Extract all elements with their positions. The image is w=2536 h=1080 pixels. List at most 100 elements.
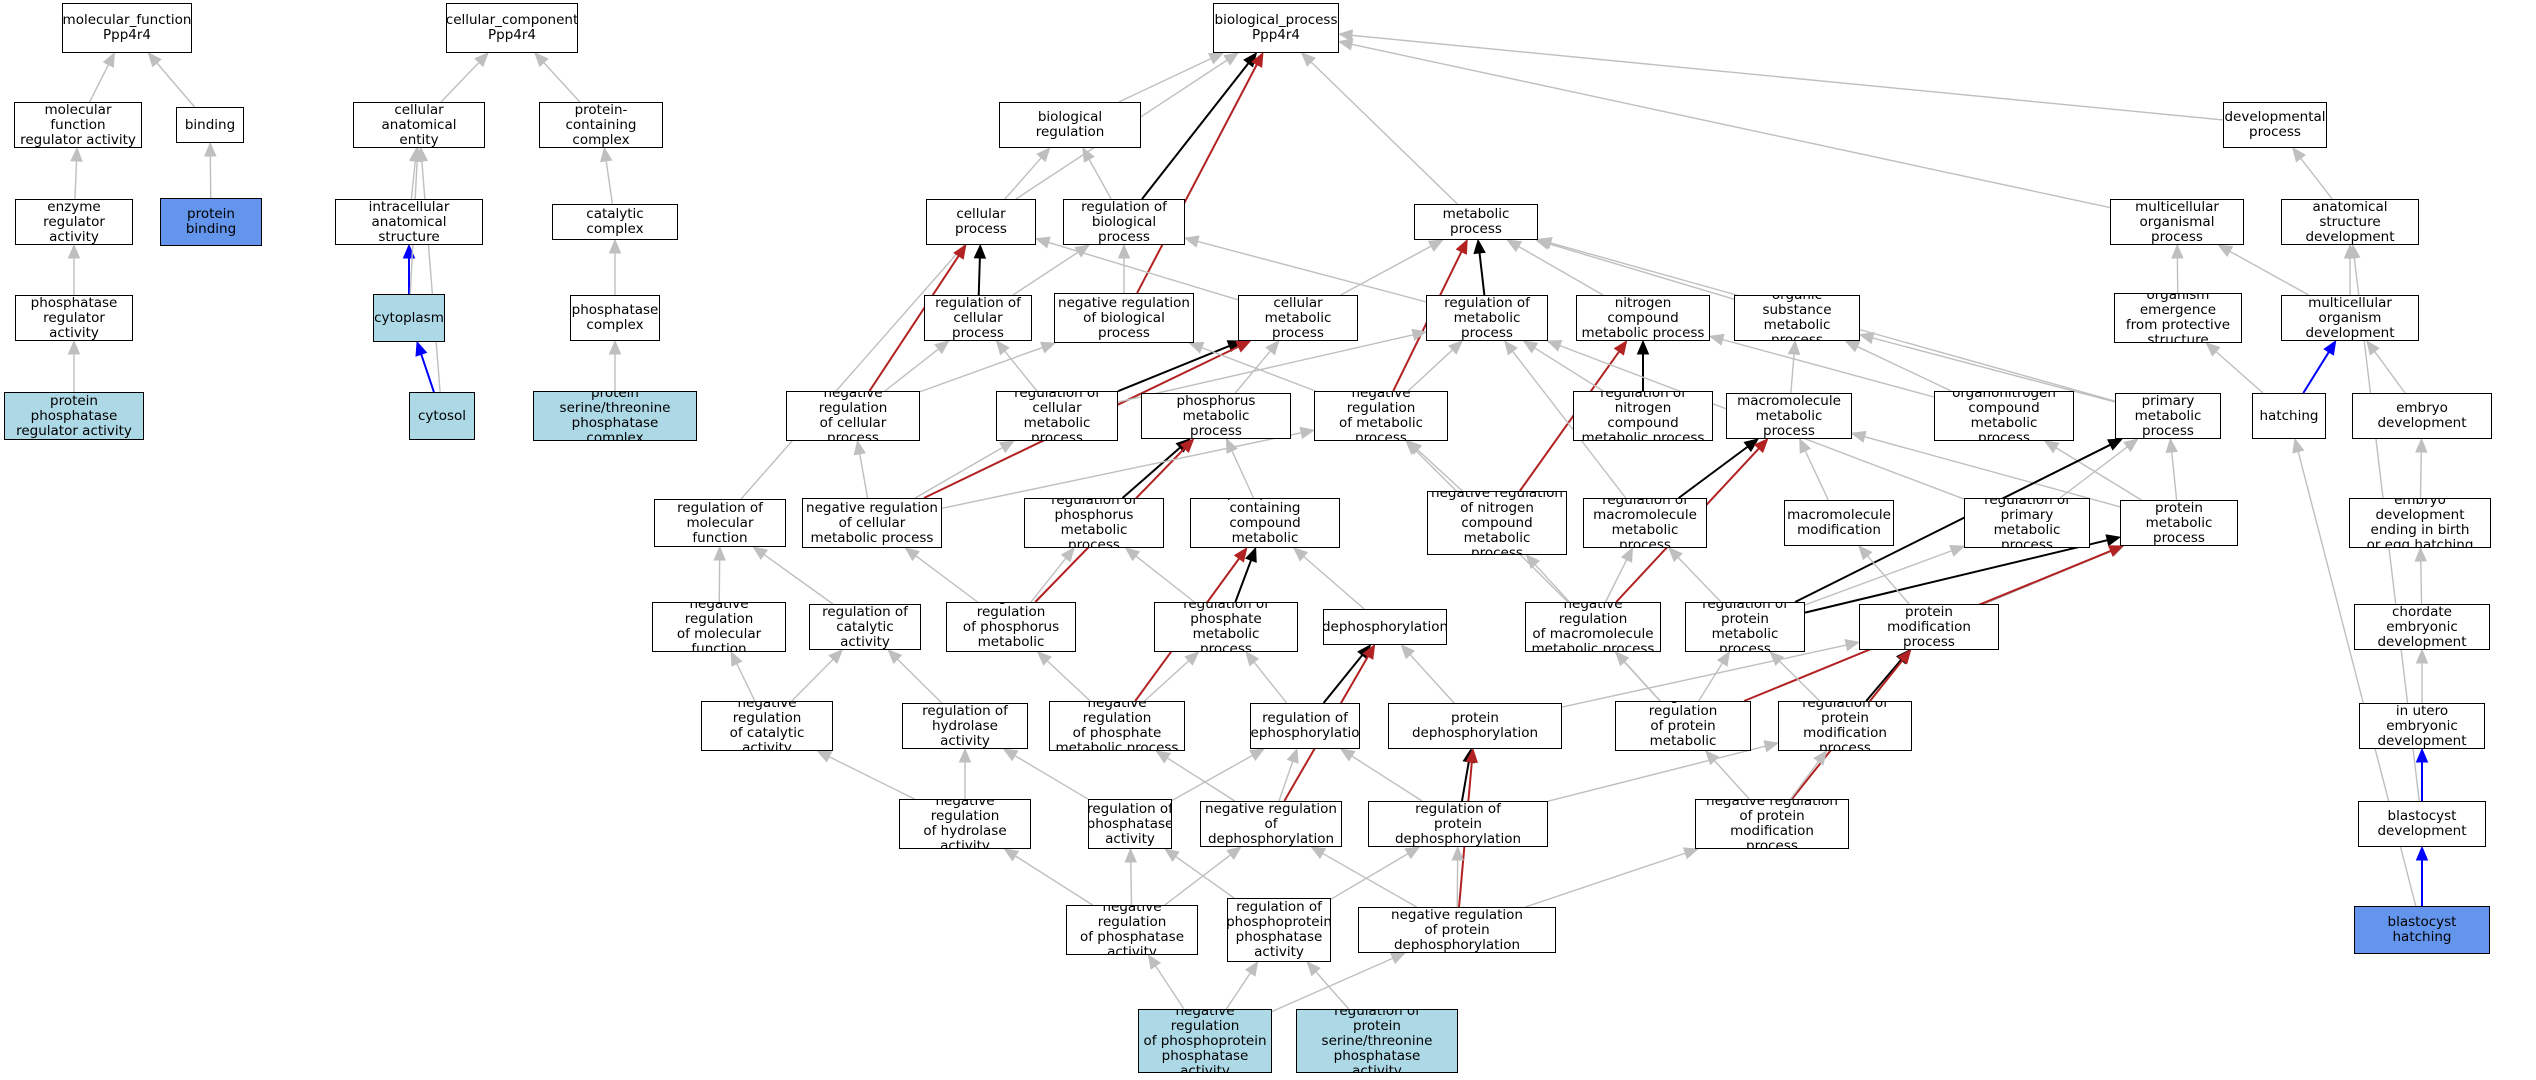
arrowhead-reg_cat-to-reg_mol_func (752, 546, 769, 560)
go-term-anat-dev[interactable]: anatomical structure development (2281, 199, 2419, 245)
go-term-organonitro[interactable]: organonitrogen compound metabolic proces… (1934, 391, 2074, 441)
go-term-mf-reg-act[interactable]: molecular function regulator activity (14, 102, 142, 148)
go-term-neg-reg-phos-met[interactable]: negative regulation of phosphorus metabo… (946, 602, 1076, 652)
go-term-phosphatase-complex[interactable]: phosphatase complex (570, 295, 660, 341)
go-term-neg-reg-cell-proc[interactable]: negative regulation of cellular process (786, 391, 920, 441)
go-term-reg-cell-met[interactable]: regulation of cellular metabolic process (996, 391, 1118, 441)
go-term-neg-reg-dephos[interactable]: negative regulation of dephosphorylation (1200, 801, 1342, 847)
go-term-met-proc[interactable]: metabolic process (1414, 204, 1538, 240)
go-term-prot-complex[interactable]: protein-containing complex (539, 102, 663, 148)
go-term-reg-prot-dephos[interactable]: regulation of protein dephosphorylation (1368, 801, 1548, 847)
go-term-reg-dephos[interactable]: regulation of dephosphorylation (1250, 703, 1360, 749)
arrowhead-prim_met-to-org_sub_met (1858, 332, 1875, 345)
go-term-reg-phos-met[interactable]: regulation of phosphorus metabolic proce… (1024, 498, 1164, 548)
arrowhead-organonitro-to-org_sub_met (1844, 340, 1861, 353)
go-term-dephos[interactable]: dephosphorylation (1323, 609, 1447, 645)
arrowhead-org_emerg-to-multi_org (2171, 243, 2184, 259)
go-term-neg-reg-bio[interactable]: negative regulation of biological proces… (1054, 293, 1194, 343)
go-term-reg-prim[interactable]: regulation of primary metabolic process (1964, 498, 2090, 548)
go-term-prot-dephos[interactable]: protein dephosphorylation (1388, 703, 1562, 749)
go-term-enzyme-reg[interactable]: enzyme regulator activity (15, 199, 133, 245)
go-term-neg-reg-prot-met[interactable]: negative regulation of protein metabolic… (1615, 701, 1751, 751)
go-term-embryo-birth[interactable]: embryo development ending in birth or eg… (2349, 498, 2491, 548)
go-term-reg-phosphate-met[interactable]: regulation of phosphate metabolic proces… (1154, 602, 1298, 652)
edge-reg_macro-to-macro_met (1678, 445, 1749, 499)
go-term-reg-cat[interactable]: regulation of catalytic activity (809, 604, 921, 650)
go-term-reg-prot-met[interactable]: regulation of protein metabolic process (1685, 602, 1805, 652)
go-term-reg-mol-func[interactable]: regulation of molecular function (654, 499, 786, 547)
go-term-macro-met[interactable]: macromolecule metabolic process (1726, 393, 1852, 439)
go-term-nitro-met[interactable]: nitrogen compound metabolic process (1576, 295, 1710, 341)
go-term-dev-proc[interactable]: developmental process (2223, 102, 2327, 148)
go-term-multi-dev[interactable]: multicellular organism development (2281, 295, 2419, 341)
arrowhead-cell_proc-to-bp_root (1223, 52, 1240, 66)
go-term-in-utero[interactable]: in utero embryonic development (2359, 703, 2485, 749)
go-term-bio-reg[interactable]: biological regulation (999, 102, 1141, 148)
go-term-cc-root[interactable]: cellular_component Ppp4r4 (446, 3, 578, 53)
go-term-reg-cell-proc[interactable]: regulation of cellular process (924, 295, 1032, 341)
go-term-bp-root[interactable]: biological_process Ppp4r4 (1213, 3, 1339, 53)
go-term-blastocyst-dev[interactable]: blastocyst development (2358, 801, 2486, 847)
go-term-neg-reg-prot-mod[interactable]: negative regulation of protein modificat… (1695, 799, 1849, 849)
go-term-reg-ser-thr[interactable]: regulation of protein serine/threonine p… (1296, 1009, 1458, 1073)
arrowhead-neg_reg_hydro-to-reg_hydro (958, 747, 972, 763)
go-term-mf-root[interactable]: molecular_function Ppp4r4 (62, 3, 192, 53)
go-term-prim-met[interactable]: primary metabolic process (2115, 393, 2221, 439)
go-term-neg-reg-cell-met[interactable]: negative regulation of cellular metaboli… (802, 498, 942, 548)
go-term-prot-mod[interactable]: protein modification process (1859, 604, 1999, 650)
go-term-cat-complex[interactable]: catalytic complex (552, 204, 678, 240)
edge-neg_reg_phosphoprot-to-neg_reg_phosphatase (1154, 965, 1185, 1010)
go-term-phosphatase-reg[interactable]: phosphatase regulator activity (15, 295, 133, 341)
edge-mf_reg_act-to-mf_root (88, 64, 110, 103)
go-term-protein-binding[interactable]: protein binding (160, 198, 262, 246)
go-term-reg-hydro[interactable]: regulation of hydrolase activity (902, 703, 1028, 749)
go-term-reg-met[interactable]: regulation of metabolic process (1426, 295, 1548, 341)
arrowhead-neg_reg_prot_mod-to-neg_reg_prot_met (1704, 750, 1720, 766)
go-term-blastocyst-hatching[interactable]: blastocyst hatching (2354, 906, 2490, 954)
go-term-cytoplasm[interactable]: cytoplasm (373, 294, 445, 342)
go-term-neg-reg-cat[interactable]: negative regulation of catalytic activit… (701, 701, 833, 751)
go-term-cytosol[interactable]: cytosol (409, 392, 475, 440)
go-term-phosphate-met[interactable]: phosphate-containing compound metabolic … (1190, 498, 1340, 548)
go-term-neg-reg-phosphate[interactable]: negative regulation of phosphate metabol… (1049, 701, 1185, 751)
arrowhead-prot_mod-to-macro_mod (1858, 545, 1873, 561)
go-term-cell-anat[interactable]: cellular anatomical entity (353, 102, 485, 148)
go-term-embryo-dev[interactable]: embryo development (2352, 393, 2492, 439)
go-term-neg-reg-prot-dephos[interactable]: negative regulation of protein dephospho… (1358, 907, 1556, 953)
edge-reg_prim-to-prim_met (2059, 446, 2128, 499)
edge-reg_prot_met-to-prot_met (1804, 539, 2108, 614)
go-term-neg-reg-mol-func[interactable]: negative regulation of molecular functio… (652, 602, 786, 652)
go-term-reg-phosphatase[interactable]: regulation of phosphatase activity (1088, 799, 1172, 849)
arrowhead-reg_prot_met-to-reg_prim (1949, 545, 1966, 557)
go-term-reg-nitro[interactable]: regulation of nitrogen compound metaboli… (1573, 391, 1713, 441)
go-term-neg-reg-phosphatase[interactable]: negative regulation of phosphatase activ… (1066, 905, 1198, 955)
arrowhead-neg_reg_phos_met-to-neg_reg_cell_met (904, 547, 920, 562)
go-term-multi-org[interactable]: multicellular organismal process (2110, 199, 2244, 245)
edge-multi_dev-to-multi_org (2229, 250, 2309, 296)
go-term-reg-prot-mod[interactable]: regulation of protein modification proce… (1778, 701, 1912, 751)
arrowhead-neg_reg_prot_met-to-neg_reg_nitro (1525, 554, 1541, 570)
go-term-reg-phosphoprot[interactable]: regulation of phosphoprotein phosphatase… (1227, 898, 1331, 962)
go-term-binding[interactable]: binding (176, 107, 244, 143)
go-term-prot-met[interactable]: protein metabolic process (2120, 500, 2238, 546)
go-term-neg-reg-met[interactable]: negative regulation of metabolic process (1314, 391, 1448, 441)
go-term-hatching[interactable]: hatching (2252, 393, 2326, 439)
go-term-phos-met[interactable]: phosphorus metabolic process (1141, 393, 1291, 439)
go-term-protein-phosphatase-reg[interactable]: protein phosphatase regulator activity (4, 392, 144, 440)
go-term-chordate[interactable]: chordate embryonic development (2354, 604, 2490, 650)
go-term-cell-met[interactable]: cellular metabolic process (1238, 295, 1358, 341)
go-term-reg-bio[interactable]: regulation of biological process (1063, 199, 1185, 245)
go-term-intracell-anat[interactable]: intracellular anatomical structure (335, 199, 483, 245)
go-term-cell-proc[interactable]: cellular process (926, 199, 1036, 245)
edge-reg_prot_met-to-reg_macro (1677, 556, 1722, 603)
go-term-neg-reg-macro[interactable]: negative regulation of macromolecule met… (1525, 602, 1661, 652)
go-term-reg-macro[interactable]: regulation of macromolecule metabolic pr… (1583, 498, 1707, 548)
go-term-org-sub-met[interactable]: organic substance metabolic process (1734, 295, 1860, 341)
go-term-neg-reg-phosphoprot[interactable]: negative regulation of phosphoprotein ph… (1138, 1009, 1272, 1073)
go-term-neg-reg-nitro[interactable]: negative regulation of nitrogen compound… (1427, 491, 1567, 555)
go-term-macro-mod[interactable]: macromolecule modification (1784, 500, 1894, 546)
go-term-org-emerg[interactable]: organism emergence from protective struc… (2114, 293, 2242, 343)
go-term-ser-thr-complex[interactable]: protein serine/threonine phosphatase com… (533, 391, 697, 441)
go-term-neg-reg-hydro[interactable]: negative regulation of hydrolase activit… (899, 799, 1031, 849)
